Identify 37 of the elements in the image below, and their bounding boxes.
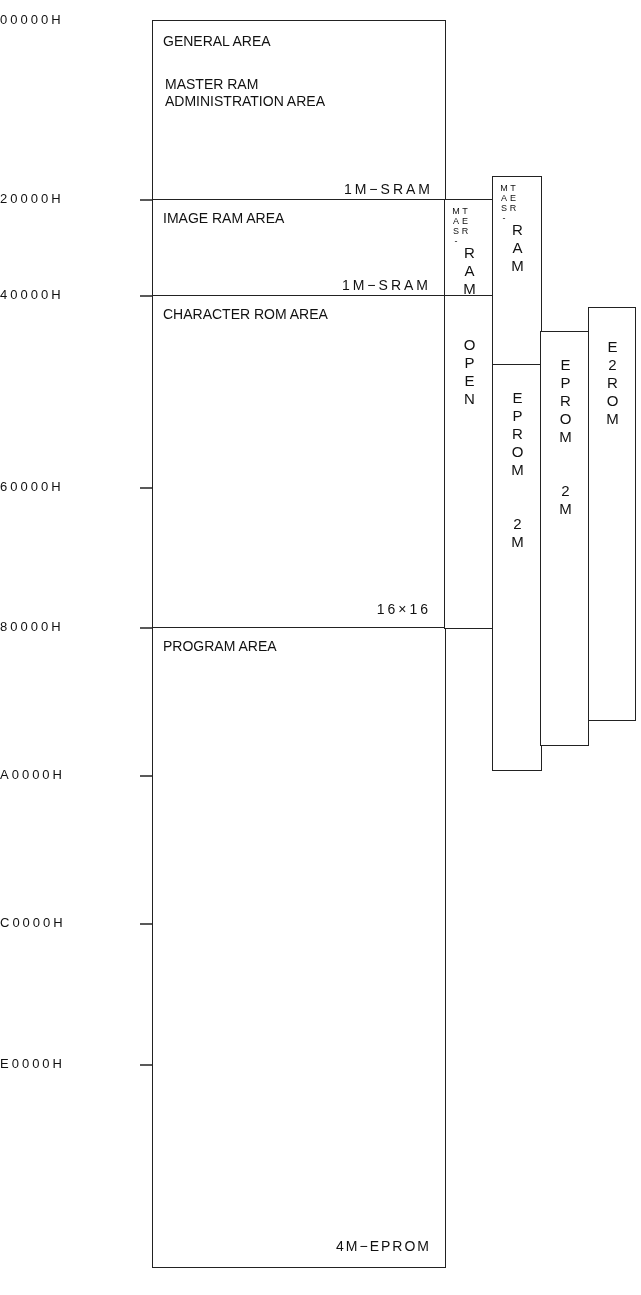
memory-chip-box (492, 364, 542, 771)
chip-label: E2ROM (604, 338, 620, 428)
chip-label: 4M−EPROM (336, 1238, 431, 1255)
memory-chip-box (588, 307, 636, 721)
area-label: GENERAL AREA (163, 33, 271, 50)
area-label: IMAGE RAM AREA (163, 210, 285, 227)
memory-chip-box (444, 295, 494, 629)
memory-chip-box (492, 176, 542, 366)
area-label: MASTER RAM ADMINISTRATION AREA (165, 76, 326, 110)
chip-label: RAM (461, 244, 477, 298)
memory-chip-box (444, 199, 494, 297)
chip-label: MAS-TER (499, 183, 517, 221)
address-label: 20000H (0, 191, 65, 206)
chip-label: 2M (509, 515, 525, 551)
chip-label: EPROM (509, 389, 525, 479)
area-label: CHARACTER ROM AREA (163, 306, 328, 323)
address-label: A0000H (0, 767, 66, 782)
address-label: 60000H (0, 479, 65, 494)
area-label: PROGRAM AREA (163, 638, 277, 655)
address-label: 80000H (0, 619, 65, 634)
chip-label: 1M−SRAM (343, 181, 433, 198)
address-label: 00000H (0, 12, 65, 27)
memory-chip-box (540, 331, 589, 746)
memory-region-box (152, 627, 446, 1268)
address-label: E0000H (0, 1056, 66, 1071)
chip-label: MAS-TER (451, 206, 469, 244)
address-label: 40000H (0, 287, 65, 302)
memory-region-box (152, 20, 446, 201)
address-label: C0000H (0, 915, 67, 930)
memory-region-box (152, 199, 446, 297)
chip-label: EPROM (557, 356, 573, 446)
chip-label: 1M−SRAM (341, 277, 431, 294)
chip-label: 16×16 (376, 601, 431, 618)
chip-label: OPEN (461, 336, 477, 408)
chip-label: RAM (509, 221, 525, 275)
chip-label: 2M (557, 482, 573, 518)
memory-region-box (152, 295, 446, 629)
